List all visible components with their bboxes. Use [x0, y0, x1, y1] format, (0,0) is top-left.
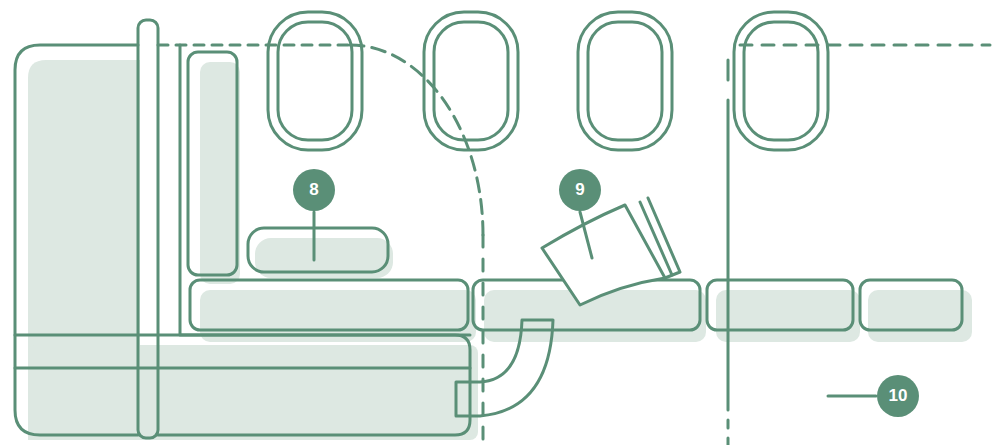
callout-number: 10 [877, 375, 919, 417]
window-outer [268, 12, 362, 150]
window-outer [734, 12, 828, 150]
window-inner [278, 22, 352, 140]
window-outer [578, 12, 672, 150]
window-outer [424, 12, 518, 150]
callout-number: 9 [559, 169, 601, 211]
callout-number: 8 [293, 169, 335, 211]
window-inner [744, 22, 818, 140]
window-inner [588, 22, 662, 140]
window-inner [434, 22, 508, 140]
